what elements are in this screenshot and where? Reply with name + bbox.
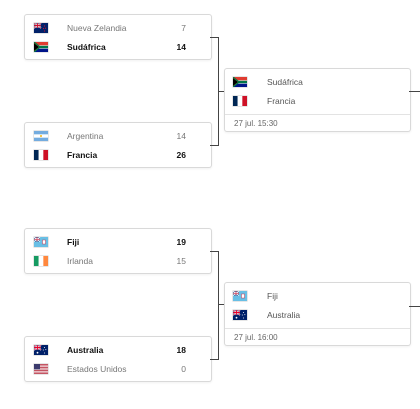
card-divider xyxy=(225,328,410,329)
team-score: 26 xyxy=(176,150,186,160)
match-card-sf1[interactable]: Sudáfrica Francia 27 jul. 15:30 xyxy=(224,68,411,132)
team-score: 19 xyxy=(176,237,186,247)
fr-flag-icon xyxy=(233,96,247,106)
fj-flag-icon xyxy=(34,237,48,247)
team-row-nz: Nueva Zelandia 7 xyxy=(25,19,211,38)
team-row-au: Australia 18 xyxy=(25,341,211,360)
team-name: Sudáfrica xyxy=(67,42,106,52)
au-flag-icon xyxy=(233,310,247,320)
team-score: 7 xyxy=(181,23,186,33)
team-row-au: Australia xyxy=(225,306,410,325)
match-date: 27 jul. 15:30 xyxy=(234,119,278,128)
match-date: 27 jul. 16:00 xyxy=(234,333,278,342)
fr-flag-icon xyxy=(34,150,48,160)
team-name: Nueva Zelandia xyxy=(67,23,127,33)
team-name: Fiji xyxy=(267,291,278,301)
ie-flag-icon xyxy=(34,256,48,266)
bracket-connector xyxy=(218,91,224,92)
team-score: 14 xyxy=(176,131,186,141)
bracket-connector xyxy=(210,251,219,360)
za-flag-icon xyxy=(233,77,247,87)
bracket-connector xyxy=(218,304,224,305)
team-row-fj: Fiji 19 xyxy=(25,233,211,252)
team-name: Estados Unidos xyxy=(67,364,127,374)
team-row-fj: Fiji xyxy=(225,287,410,306)
team-row-ie: Irlanda 15 xyxy=(25,252,211,271)
match-card-sf2[interactable]: Fiji Australia 27 jul. 16:00 xyxy=(224,282,411,346)
team-name: Francia xyxy=(67,150,98,160)
team-name: Australia xyxy=(267,310,301,320)
team-row-fr: Francia 26 xyxy=(25,146,211,165)
team-score: 0 xyxy=(181,364,186,374)
team-name: Australia xyxy=(67,345,104,355)
team-row-fr: Francia xyxy=(225,92,410,111)
team-score: 14 xyxy=(176,42,186,52)
match-card-qf4[interactable]: Australia 18 Estados Unidos 0 xyxy=(24,336,212,382)
team-name: Argentina xyxy=(67,131,104,141)
us-flag-icon xyxy=(34,364,48,374)
nz-flag-icon xyxy=(34,23,48,33)
team-row-za: Sudáfrica xyxy=(225,73,410,92)
fj-flag-icon xyxy=(233,291,247,301)
team-name: Francia xyxy=(267,96,296,106)
za-flag-icon xyxy=(34,42,48,52)
match-card-qf3[interactable]: Fiji 19 Irlanda 15 xyxy=(24,228,212,274)
bracket-connector xyxy=(409,91,420,307)
match-card-qf1[interactable]: Nueva Zelandia 7 Sudáfrica 14 xyxy=(24,14,212,60)
team-name: Fiji xyxy=(67,237,80,247)
team-name: Irlanda xyxy=(67,256,93,266)
team-score: 15 xyxy=(176,256,186,266)
ar-flag-icon xyxy=(34,131,48,141)
team-row-za: Sudáfrica 14 xyxy=(25,38,211,57)
match-card-qf2[interactable]: Argentina 14 Francia 26 xyxy=(24,122,212,168)
team-row-us: Estados Unidos 0 xyxy=(25,360,211,379)
au-flag-icon xyxy=(34,345,48,355)
team-score: 18 xyxy=(176,345,186,355)
team-name: Sudáfrica xyxy=(267,77,303,87)
card-divider xyxy=(225,114,410,115)
team-row-ar: Argentina 14 xyxy=(25,127,211,146)
